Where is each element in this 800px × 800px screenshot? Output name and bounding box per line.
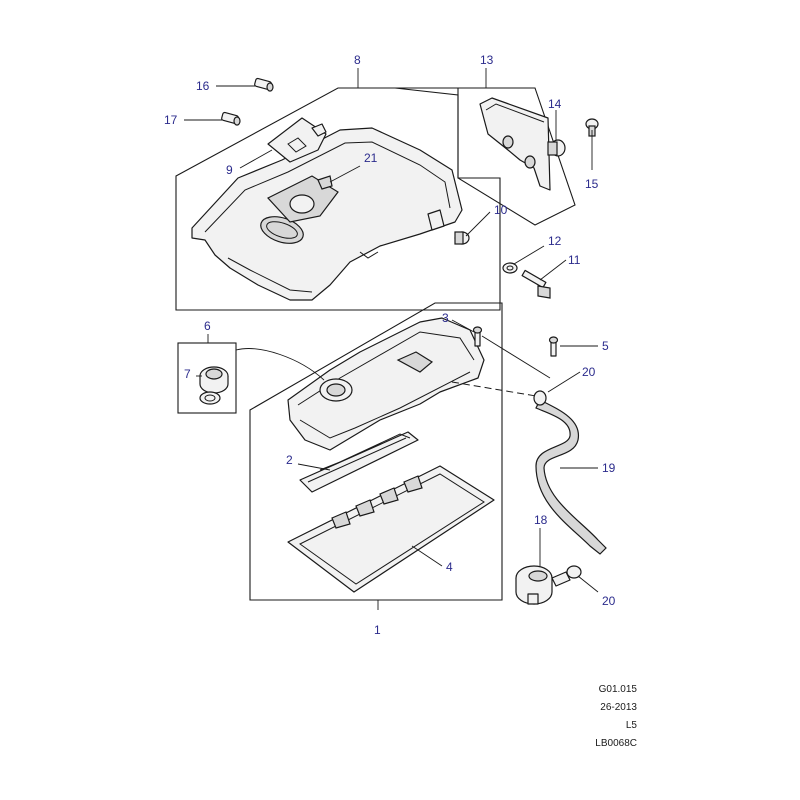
callout-20-upper: 20 bbox=[582, 365, 596, 379]
oil-cap-frame bbox=[177, 342, 237, 414]
callout-1: 1 bbox=[374, 623, 381, 637]
callout-11: 11 bbox=[568, 253, 581, 267]
grommet-bush bbox=[454, 231, 470, 245]
callout-13: 13 bbox=[480, 53, 494, 67]
reference-group-code: G01.015 bbox=[598, 684, 637, 695]
stud-pin-17 bbox=[221, 111, 241, 126]
stud-pin-16 bbox=[254, 77, 274, 92]
callout-21: 21 bbox=[364, 151, 378, 165]
gasket-outer bbox=[287, 465, 495, 593]
oil-filler-cap bbox=[199, 366, 229, 405]
cover-clip bbox=[317, 175, 333, 190]
bracket-group-frame bbox=[394, 87, 576, 226]
reference-model-code: L5 bbox=[625, 720, 637, 731]
reference-illustration-code: LB0068C bbox=[595, 738, 637, 749]
access-panel bbox=[267, 117, 327, 163]
callout-17: 17 bbox=[164, 113, 178, 127]
rocker-cover-assembly-frame bbox=[249, 302, 503, 601]
reference-date-code: 26-2013 bbox=[600, 702, 637, 713]
callout-12: 12 bbox=[548, 234, 562, 248]
callout-15: 15 bbox=[585, 177, 599, 191]
callout-3: 3 bbox=[442, 311, 449, 325]
callout-8: 8 bbox=[354, 53, 361, 67]
rocker-cover-bolt bbox=[548, 336, 559, 357]
callout-18: 18 bbox=[534, 513, 548, 527]
callout-20-lower: 20 bbox=[602, 594, 616, 608]
gasket-inner bbox=[299, 431, 419, 493]
callout-10: 10 bbox=[494, 203, 508, 217]
callout-2: 2 bbox=[286, 453, 293, 467]
assembly-path-line bbox=[451, 381, 537, 397]
rocker-cover-stud bbox=[472, 326, 483, 347]
bracket-bush bbox=[547, 139, 566, 157]
cover-bolt bbox=[521, 269, 551, 299]
leader-lines bbox=[184, 68, 599, 610]
filler-link-line bbox=[235, 348, 325, 381]
mounting-bracket bbox=[479, 97, 551, 191]
breather-valve bbox=[515, 565, 571, 605]
breather-hose bbox=[535, 399, 607, 555]
hose-clip-upper bbox=[533, 390, 547, 406]
logo-badge-shape bbox=[260, 216, 304, 244]
callout-5: 5 bbox=[602, 339, 609, 353]
callout-14: 14 bbox=[548, 97, 562, 111]
callout-9: 9 bbox=[226, 163, 233, 177]
callout-7: 7 bbox=[184, 367, 191, 381]
washer bbox=[502, 262, 518, 274]
callout-4: 4 bbox=[446, 560, 453, 574]
callout-19: 19 bbox=[602, 461, 616, 475]
callout-6: 6 bbox=[204, 319, 211, 333]
callout-16: 16 bbox=[196, 79, 210, 93]
engine-cover bbox=[191, 127, 463, 301]
hose-clip-lower bbox=[566, 565, 582, 579]
rocker-cover bbox=[287, 317, 485, 451]
